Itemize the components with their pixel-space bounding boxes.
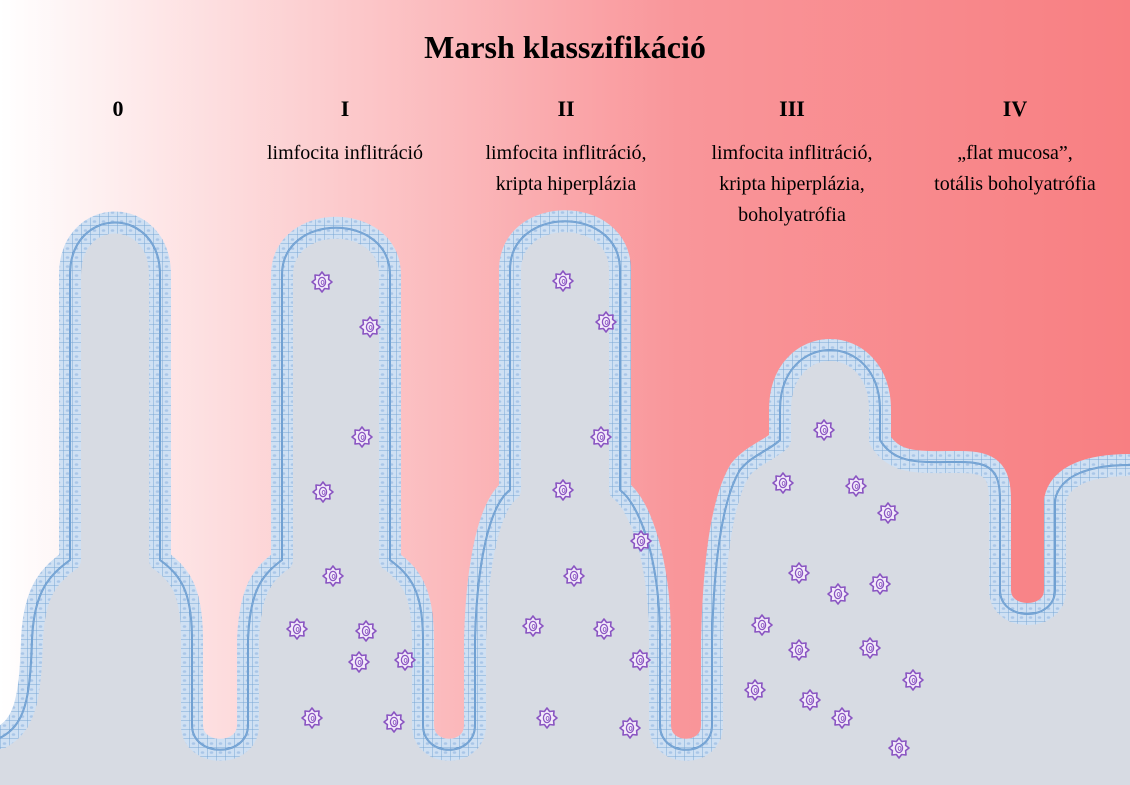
stage-3-description-line: kripta hiperplázia, bbox=[719, 173, 865, 195]
stage-3-numeral: III bbox=[779, 96, 805, 121]
lymphocyte-icon bbox=[553, 480, 573, 500]
lymphocyte-icon bbox=[846, 476, 866, 496]
lymphocyte-icon bbox=[596, 312, 616, 332]
lymphocyte-icon bbox=[395, 650, 415, 670]
lymphocyte-icon bbox=[870, 574, 890, 594]
stage-2-numeral: II bbox=[557, 96, 574, 121]
stage-2-description-line: limfocita inflitráció, bbox=[485, 142, 646, 164]
stage-4-description-line: „flat mucosa”, bbox=[957, 142, 1073, 164]
lymphocyte-icon bbox=[773, 473, 793, 493]
lymphocyte-icon bbox=[828, 584, 848, 604]
stage-0-numeral: 0 bbox=[113, 96, 124, 121]
stage-1-numeral: I bbox=[341, 96, 350, 121]
stage-3-description-line: boholyatrófia bbox=[738, 204, 846, 226]
lymphocyte-icon bbox=[287, 619, 307, 639]
stage-3-description-line: limfocita inflitráció, bbox=[711, 142, 872, 164]
lymphocyte-icon bbox=[356, 621, 376, 641]
lymphocyte-icon bbox=[352, 427, 372, 447]
lymphocyte-icon bbox=[832, 708, 852, 728]
lymphocyte-icon bbox=[789, 563, 809, 583]
lymphocyte-icon bbox=[752, 615, 772, 635]
lymphocyte-icon bbox=[523, 616, 543, 636]
lymphocyte-icon bbox=[537, 708, 557, 728]
lymphocyte-icon bbox=[594, 619, 614, 639]
lymphocyte-icon bbox=[302, 708, 322, 728]
lymphocyte-icon bbox=[878, 503, 898, 523]
stage-2-description-line: kripta hiperplázia bbox=[496, 173, 637, 195]
lymphocyte-icon bbox=[631, 531, 651, 551]
stage-4-numeral: IV bbox=[1003, 96, 1028, 121]
lymphocyte-icon bbox=[860, 638, 880, 658]
lymphocyte-icon bbox=[745, 680, 765, 700]
lymphocyte-icon bbox=[349, 652, 369, 672]
diagram-title: Marsh klasszifikáció bbox=[424, 29, 706, 65]
stage-4-description-line: totális boholyatrófia bbox=[934, 173, 1096, 195]
stage-0-label: 0 bbox=[113, 96, 124, 121]
lymphocyte-icon bbox=[360, 317, 380, 337]
lymphocyte-icon bbox=[789, 640, 809, 660]
lymphocyte-icon bbox=[323, 566, 343, 586]
lymphocyte-icon bbox=[313, 482, 333, 502]
lymphocyte-icon bbox=[591, 427, 611, 447]
lymphocyte-icon bbox=[384, 712, 404, 732]
lymphocyte-icon bbox=[903, 670, 923, 690]
lymphocyte-icon bbox=[553, 271, 573, 291]
lymphocyte-icon bbox=[800, 690, 820, 710]
lymphocyte-icon bbox=[312, 272, 332, 292]
lymphocyte-icon bbox=[564, 566, 584, 586]
lymphocyte-icon bbox=[889, 738, 909, 758]
lymphocyte-icon bbox=[620, 718, 640, 738]
lymphocyte-icon bbox=[814, 420, 834, 440]
stage-1-description-line: limfocita inflitráció bbox=[267, 142, 423, 164]
lymphocyte-icon bbox=[630, 650, 650, 670]
